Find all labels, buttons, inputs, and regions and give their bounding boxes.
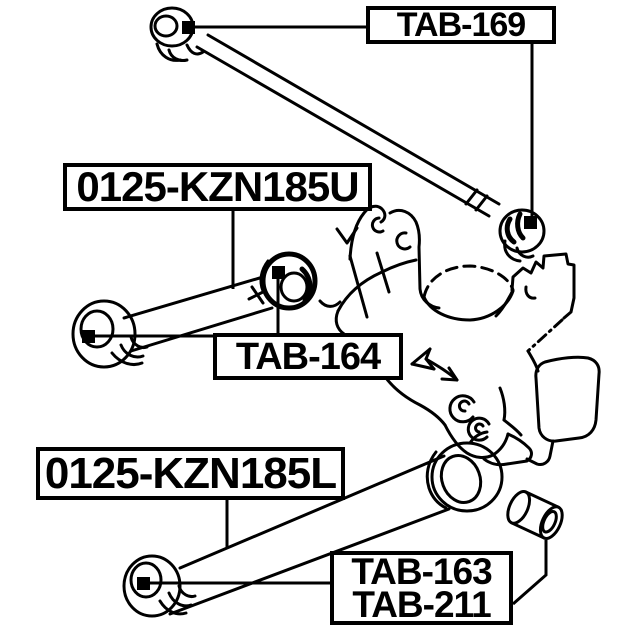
plate-connector — [494, 290, 514, 318]
knuckle-dome-top — [422, 264, 515, 299]
lower-arm — [122, 430, 564, 618]
leader-anchor-square — [272, 266, 285, 279]
upper-arm — [71, 211, 318, 369]
callout-0125-kzn185u-label: 0125-KZN185U — [76, 163, 359, 210]
leader-anchor-square — [82, 330, 95, 343]
lateral-rod-bushing-right — [498, 208, 546, 263]
callout-tab-211-label: TAB-211 — [352, 584, 491, 625]
knuckle-step-block — [510, 252, 576, 320]
knuckle-leg — [384, 376, 447, 427]
leader-line-tab211 — [512, 540, 548, 606]
knuckle-foot — [443, 423, 510, 459]
lateral-rod-bushing-left — [149, 6, 205, 62]
direction-arrow — [410, 347, 459, 382]
lateral-rod-upper-edge — [206, 33, 501, 206]
knuckle-boss-curl — [448, 394, 476, 424]
leader-anchor-square — [182, 21, 195, 34]
knuckle-hidden-edge — [526, 318, 564, 353]
callout-0125-kzn185l: 0125-KZN185L — [36, 447, 345, 500]
lower-arm-bottom-edge — [168, 507, 451, 616]
callout-tab-169-label: TAB-169 — [396, 6, 526, 44]
lower-arm-top-edge — [178, 454, 446, 570]
knuckle-boss-curl — [457, 399, 471, 413]
rod-collar-tick — [464, 188, 479, 206]
plate-lower-tab — [525, 439, 555, 466]
knuckle-dome-bottom — [422, 289, 515, 322]
bracket-notch — [335, 226, 359, 245]
knuckle-foot-tab — [482, 432, 533, 467]
callout-0125-kzn185l-label: 0125-KZN185L — [44, 448, 337, 498]
leader-anchor-square — [137, 577, 150, 590]
knuckle-boss-curl — [474, 422, 485, 434]
rod-collar-tick — [474, 194, 489, 212]
callout-tab-163-label: TAB-163 — [351, 551, 492, 592]
lateral-rod-lower-edge — [195, 45, 491, 218]
upper-arm-bushing-left — [71, 299, 149, 369]
plate-connector — [526, 349, 540, 373]
bracket-ear-curl — [370, 216, 385, 234]
lower-arm-bushing-right — [425, 430, 504, 513]
upper-arm-bushing-right — [259, 251, 318, 311]
lower-arm-bushing-left — [122, 554, 197, 618]
plate-connector — [502, 418, 523, 437]
lateral-rod — [149, 6, 546, 263]
callout-tab-169: TAB-169 — [366, 6, 556, 44]
leader-anchor-square — [524, 216, 537, 229]
callout-tab-163-tab-211: TAB-163 TAB-211 — [330, 551, 513, 625]
bracket-ear-curl — [395, 231, 412, 251]
callout-tab-164: TAB-164 — [213, 333, 403, 380]
step-block-slot — [524, 285, 537, 300]
knuckle-hook — [318, 299, 342, 308]
knuckle-shoulder — [336, 258, 418, 313]
spare-bushing-tab211 — [506, 490, 564, 540]
weld-mark — [247, 289, 267, 301]
upper-arm-bottom-edge — [129, 306, 274, 353]
backing-plate — [534, 355, 601, 443]
knuckle-boss-curl — [466, 416, 491, 442]
knuckle — [318, 204, 601, 467]
callout-tab-164-label: TAB-164 — [235, 335, 381, 378]
plate-connector — [498, 386, 507, 422]
upper-arm-top-edge — [122, 275, 265, 320]
callout-0125-kzn185u: 0125-KZN185U — [63, 163, 372, 211]
